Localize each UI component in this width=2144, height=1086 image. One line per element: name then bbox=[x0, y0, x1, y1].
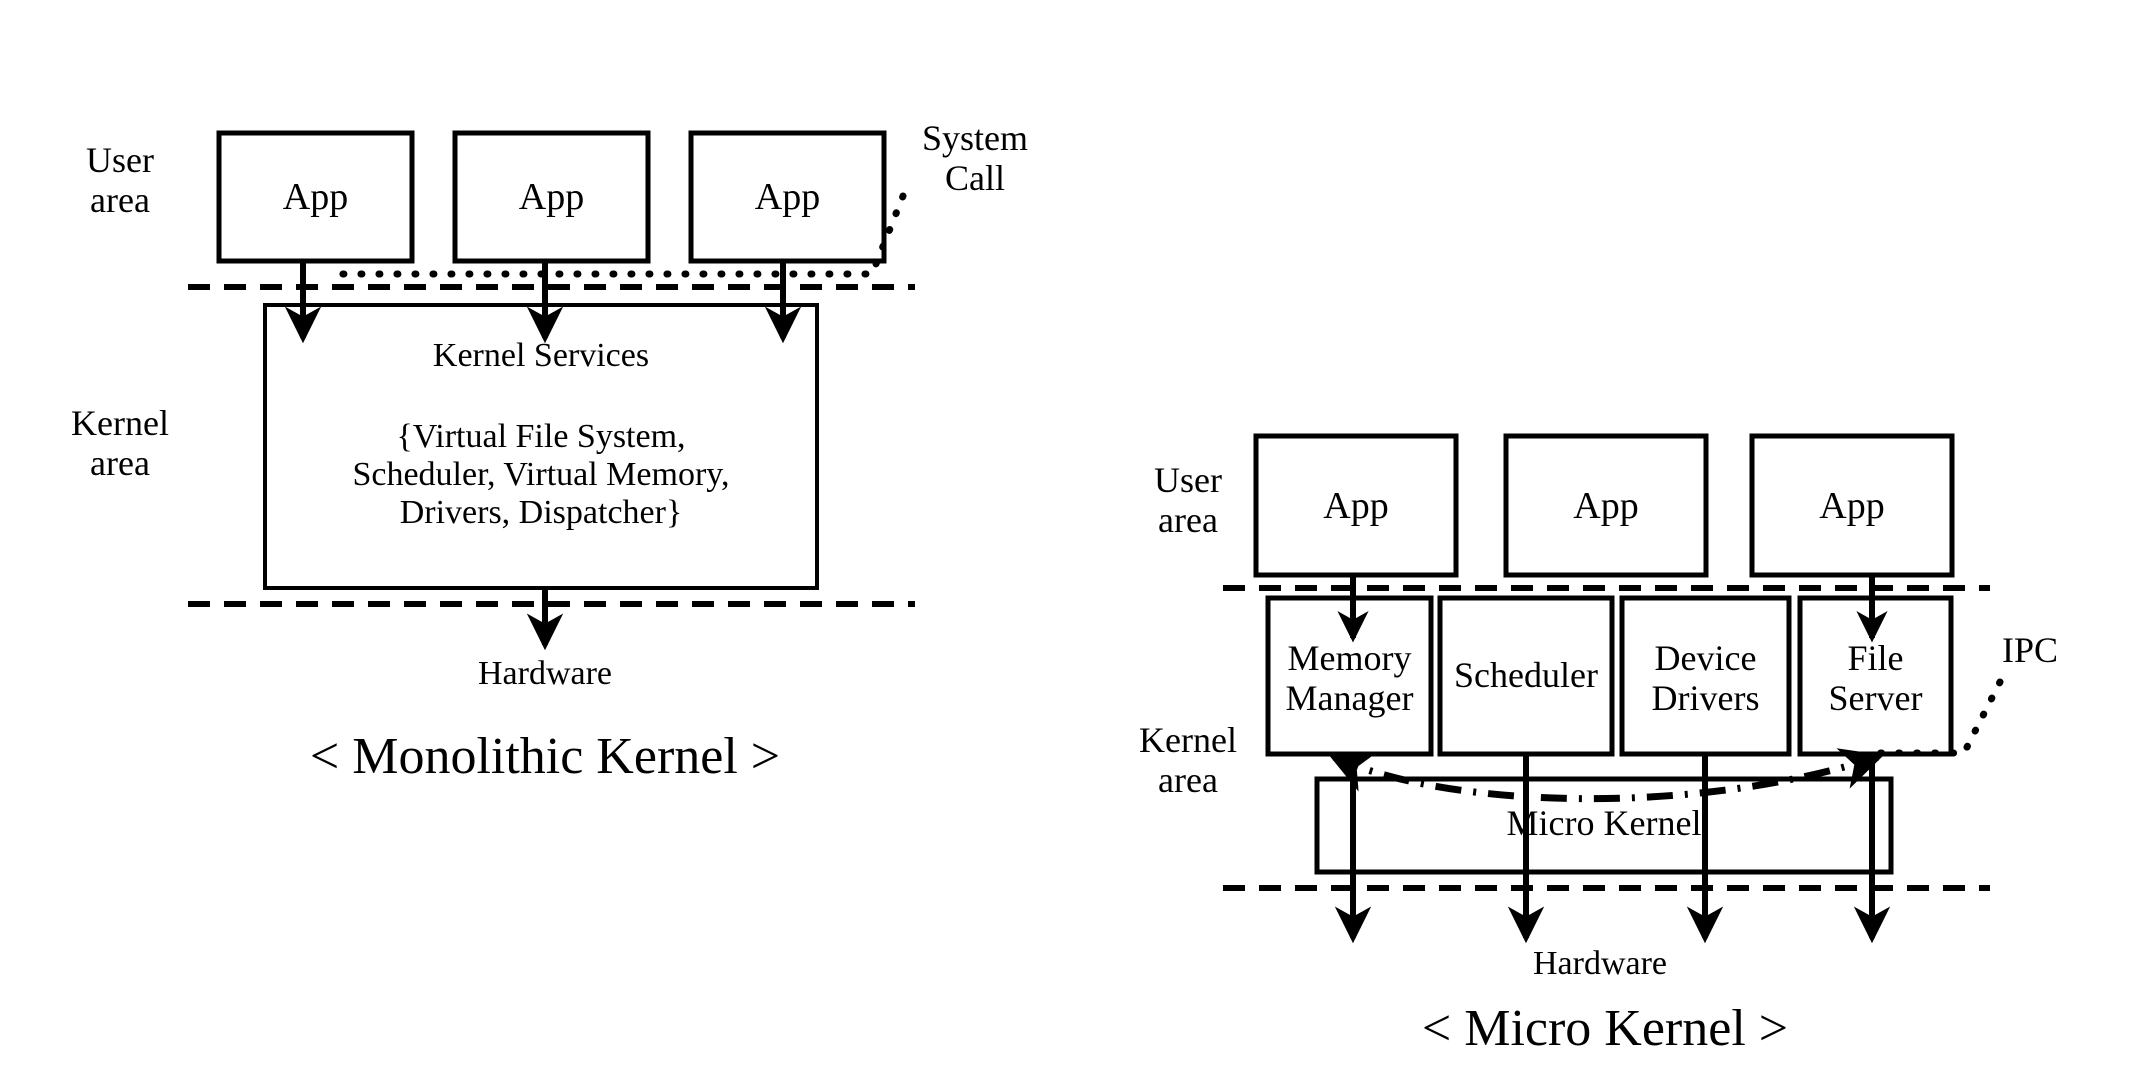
mono-app-box-2 bbox=[452, 130, 651, 264]
mono-caption: < Monolithic Kernel > bbox=[309, 728, 781, 785]
mono-app-label-3: App bbox=[754, 176, 821, 218]
mono-app-label-1: App bbox=[282, 176, 349, 218]
micro-app-box-1 bbox=[1253, 433, 1459, 578]
micro-server-box-3 bbox=[1619, 595, 1792, 757]
mono-app-box-1 bbox=[216, 130, 415, 264]
micro-server-box-4 bbox=[1797, 595, 1954, 757]
mono-system-call-label: System Call bbox=[921, 118, 1028, 199]
mono-kernel-services-title: Kernel Services bbox=[432, 337, 650, 374]
micro-server-label-scheduler: Scheduler bbox=[1454, 655, 1598, 695]
micro-app-label-3: App bbox=[1819, 485, 1885, 527]
micro-group bbox=[1223, 433, 2004, 944]
mono-hardware-label: Hardware bbox=[477, 655, 613, 692]
micro-kernel-box-label: Micro Kernel bbox=[1506, 803, 1702, 843]
micro-server-label-file-server: File Server bbox=[1828, 638, 1923, 719]
micro-app-label-2: App bbox=[1573, 485, 1639, 527]
micro-ipc-curve bbox=[1328, 748, 1884, 803]
micro-user-area-label: User area bbox=[1154, 460, 1222, 541]
micro-app-box-2 bbox=[1503, 433, 1709, 578]
mono-kernel-area-label: Kernel area bbox=[71, 403, 169, 484]
micro-app-box-3 bbox=[1749, 433, 1955, 578]
micro-kernel-area-label: Kernel area bbox=[1139, 720, 1237, 801]
micro-app-label-1: App bbox=[1323, 485, 1389, 527]
mono-app-label-2: App bbox=[518, 176, 585, 218]
mono-kernel-services-box bbox=[263, 303, 819, 590]
micro-server-label-device-drivers: Device Drivers bbox=[1651, 638, 1760, 719]
micro-ipc-label: IPC bbox=[2001, 630, 2059, 670]
mono-kernel-services-body: {Virtual File System, Scheduler, Virtual… bbox=[352, 418, 730, 532]
mono-user-area-label: User area bbox=[86, 140, 154, 221]
mono-app-box-3 bbox=[688, 130, 887, 264]
micro-kernel-box bbox=[1314, 776, 1894, 875]
monolithic-group bbox=[188, 130, 915, 651]
micro-server-label-memory-manager: Memory Manager bbox=[1285, 638, 1414, 719]
micro-caption: < Micro Kernel > bbox=[1421, 1000, 1789, 1057]
micro-hardware-label: Hardware bbox=[1532, 945, 1668, 982]
